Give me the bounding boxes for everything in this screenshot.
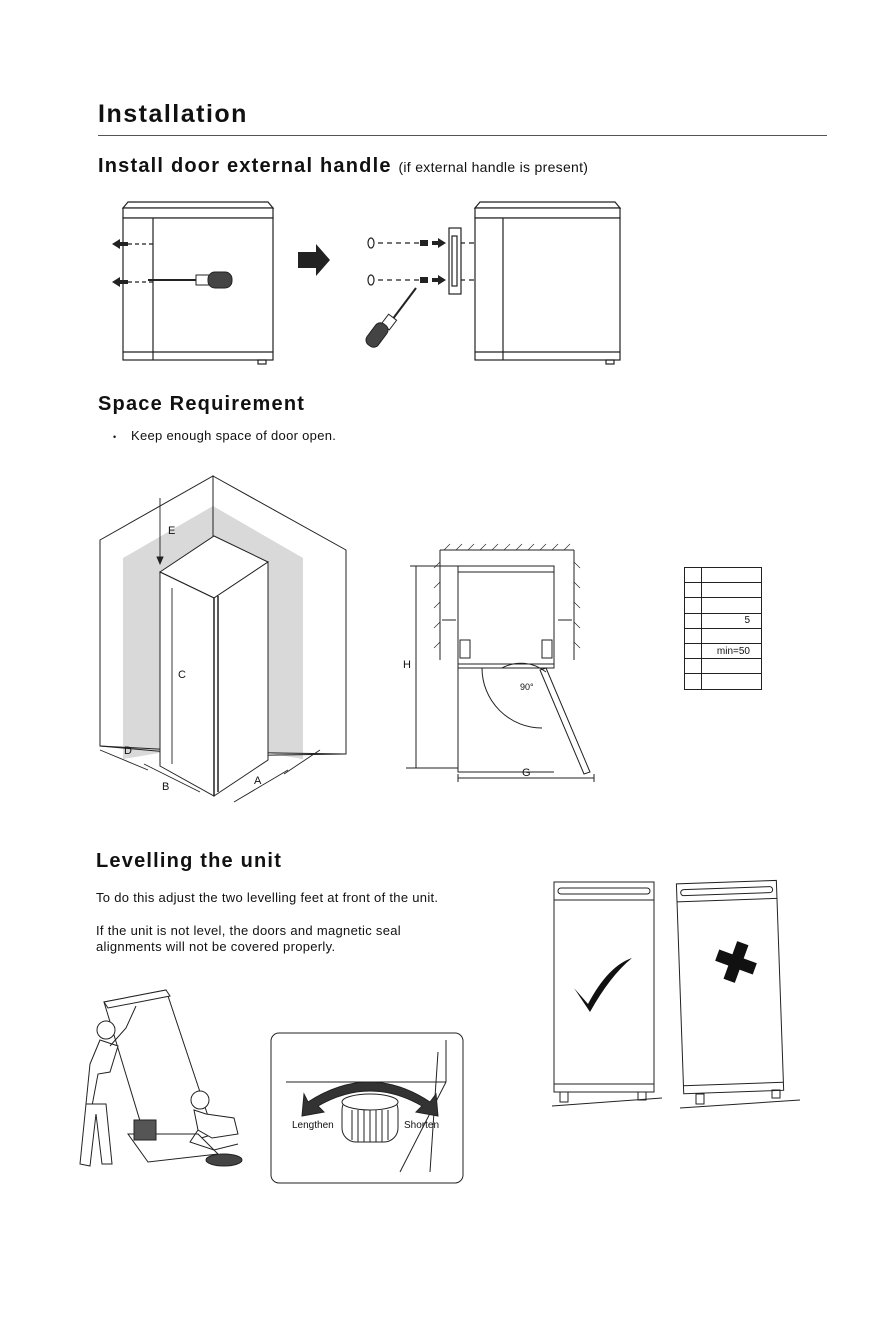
table-row bbox=[684, 627, 762, 644]
table-row bbox=[684, 658, 762, 675]
dim-label-a: A bbox=[254, 775, 262, 787]
tilting-fridge-illustration bbox=[79, 989, 243, 1167]
door-angle-label: 90° bbox=[520, 682, 534, 692]
space-top-view-diagram: H G 90° bbox=[403, 543, 595, 782]
level-comparison-illustration bbox=[551, 879, 801, 1109]
screwdriver-icon bbox=[148, 271, 233, 289]
space-isometric-diagram: E C D B A bbox=[99, 475, 347, 803]
handle-install-illustration bbox=[112, 201, 622, 365]
screw-out-arrows bbox=[112, 239, 128, 287]
table-row bbox=[684, 597, 762, 614]
page-title: Installation bbox=[98, 100, 248, 128]
lengthen-label: Lengthen bbox=[292, 1120, 334, 1131]
table-row bbox=[684, 566, 762, 584]
handle-section-title: Install door external handle (if externa… bbox=[98, 155, 588, 178]
dim-label-e: E bbox=[168, 525, 175, 537]
step-arrow-icon bbox=[298, 244, 330, 276]
levelling-foot-detail: Lengthen Shorten bbox=[270, 1032, 464, 1184]
level-fridge-incorrect bbox=[675, 879, 785, 1095]
table-row bbox=[684, 582, 762, 599]
adjust-direction-arrow-icon bbox=[301, 1081, 439, 1117]
dim-label-b: B bbox=[162, 781, 169, 793]
table-cell bbox=[701, 582, 762, 599]
levelling-foot-knob bbox=[341, 1093, 399, 1143]
levelling-warning-line2: alignments will not be covered properly. bbox=[96, 939, 336, 954]
table-cell bbox=[701, 658, 762, 675]
table-row bbox=[684, 673, 762, 690]
fridge-with-handle bbox=[473, 201, 622, 365]
table-cell: 5 bbox=[701, 612, 762, 629]
levelling-section-title: Levelling the unit bbox=[96, 850, 283, 872]
screwdriver-angled-icon bbox=[365, 287, 417, 348]
space-bullet-point: • Keep enough space of door open. bbox=[113, 428, 336, 445]
table-cell bbox=[701, 673, 762, 690]
levelling-warning-line1: If the unit is not level, the doors and … bbox=[96, 923, 401, 938]
table-cell: min=50 bbox=[701, 642, 762, 660]
external-handle-icon bbox=[448, 227, 462, 295]
handle-section-heading: Install door external handle bbox=[98, 155, 392, 177]
dimension-table: 5 min=50 bbox=[684, 566, 762, 690]
dim-label-c: C bbox=[178, 669, 186, 681]
dim-label-h: H bbox=[403, 659, 411, 671]
table-cell bbox=[701, 597, 762, 614]
handle-section-note: (if external handle is present) bbox=[398, 159, 589, 175]
level-fridge-correct bbox=[551, 881, 663, 1107]
table-row: min=50 bbox=[684, 642, 762, 660]
space-section-title: Space Requirement bbox=[98, 393, 306, 415]
fridge-without-handle bbox=[121, 201, 275, 365]
table-cell bbox=[701, 627, 762, 644]
space-point-text: Keep enough space of door open. bbox=[131, 428, 337, 443]
dim-label-g: G bbox=[522, 767, 531, 779]
title-divider bbox=[98, 135, 827, 136]
checkmark-icon bbox=[574, 958, 632, 1012]
table-row: 5 bbox=[684, 612, 762, 629]
dim-label-d: D bbox=[124, 745, 132, 757]
cross-icon bbox=[715, 941, 757, 983]
screw-in-arrows bbox=[420, 238, 446, 285]
table-cell bbox=[701, 566, 762, 584]
levelling-instruction: To do this adjust the two levelling feet… bbox=[96, 890, 439, 905]
shorten-label: Shorten bbox=[404, 1120, 439, 1131]
bullet-glyph: • bbox=[113, 431, 117, 442]
